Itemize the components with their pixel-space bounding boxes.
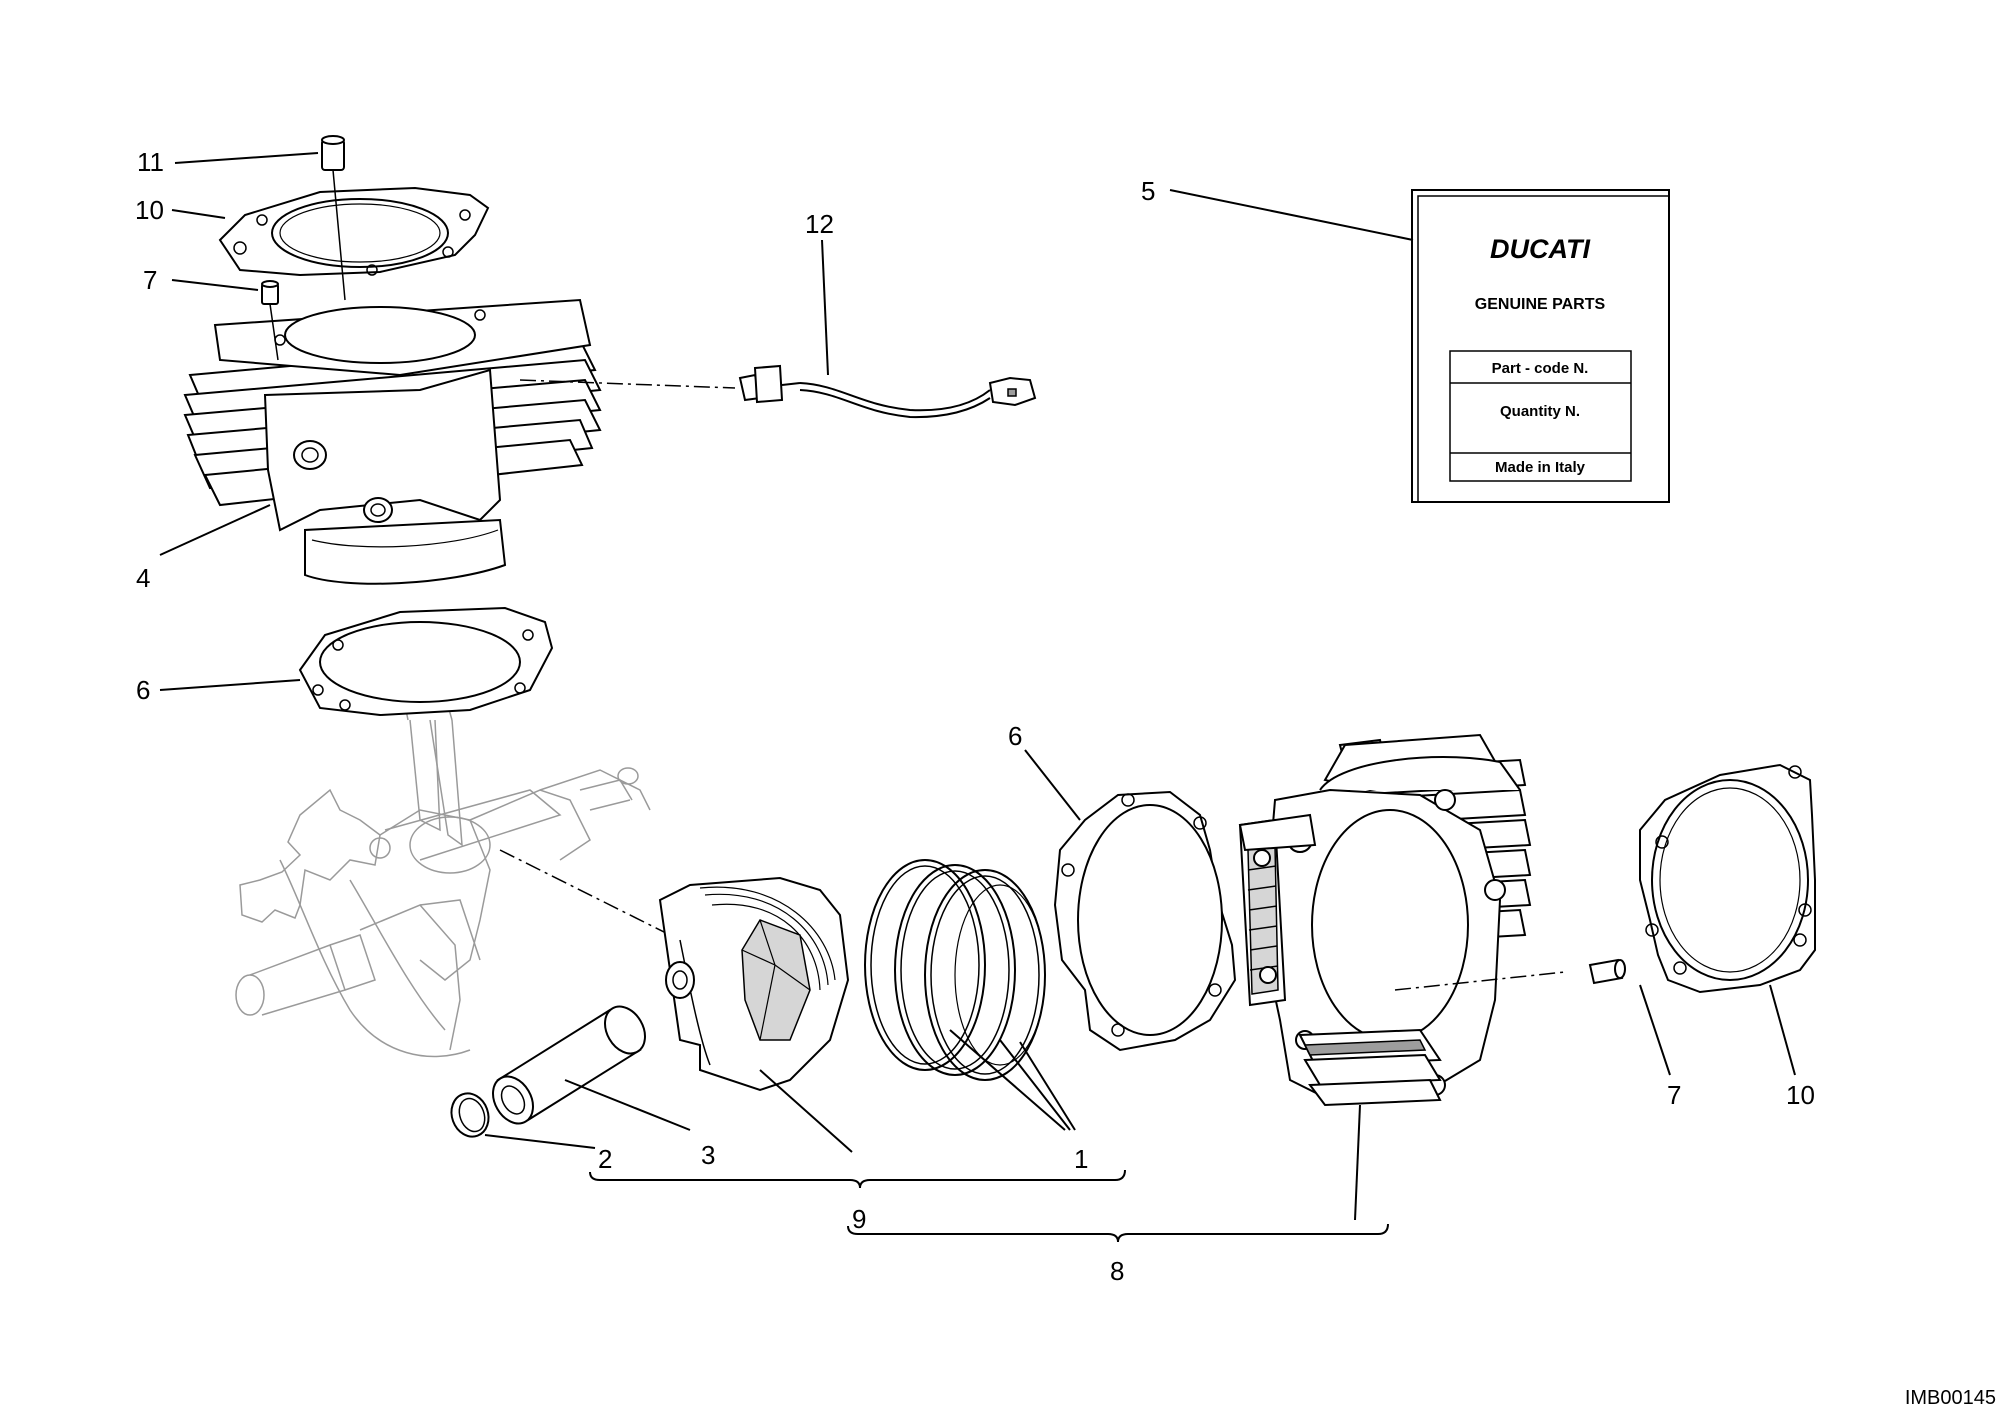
card-quantity: Quantity N. [1500, 403, 1580, 420]
callout-6-right: 6 [1008, 721, 1022, 751]
group-brace-8 [847, 1223, 1389, 1243]
callout-4: 4 [136, 563, 150, 593]
group-brace-9 [589, 1169, 1126, 1189]
piston [658, 876, 850, 1092]
callout-10-right: 10 [1786, 1080, 1815, 1110]
head-gasket-right [1639, 763, 1816, 994]
callout-7-top: 7 [143, 265, 157, 295]
callout-10-top: 10 [135, 195, 164, 225]
callout-5: 5 [1141, 176, 1155, 206]
dowel-small [261, 280, 279, 305]
callout-6-top: 6 [136, 675, 150, 705]
piston-rings [864, 859, 1046, 1081]
base-gasket-top [298, 606, 554, 717]
card-made-in: Made in Italy [1495, 459, 1586, 476]
callout-9: 9 [852, 1204, 866, 1234]
card-brand: DUCATI [1490, 234, 1590, 264]
head-gasket-top [218, 186, 490, 277]
card-subtitle: GENUINE PARTS [1475, 296, 1606, 313]
image-code: IMB00145 [1905, 1387, 1996, 1409]
dowel-top [321, 135, 345, 171]
base-gasket-right [1053, 790, 1237, 1052]
leader-lines [159, 152, 1796, 1221]
card-part-code: Part - code N. [1492, 360, 1589, 377]
cylinder-top [183, 298, 602, 585]
callout-12: 12 [805, 209, 834, 239]
cylinder-right [1238, 733, 1532, 1107]
genuine-parts-card: DUCATI GENUINE PARTS Part - code N. Quan… [1411, 189, 1670, 503]
callout-11: 11 [137, 147, 164, 177]
callout-2: 2 [598, 1144, 612, 1174]
temperature-sensor [519, 364, 1037, 419]
callout-8: 8 [1110, 1256, 1124, 1286]
callout-1: 1 [1074, 1144, 1088, 1174]
dowel-right [1588, 958, 1626, 985]
callout-7-right: 7 [1667, 1080, 1681, 1110]
piston-pin [492, 1005, 646, 1125]
circlip [450, 1092, 490, 1138]
callout-3: 3 [701, 1140, 715, 1170]
